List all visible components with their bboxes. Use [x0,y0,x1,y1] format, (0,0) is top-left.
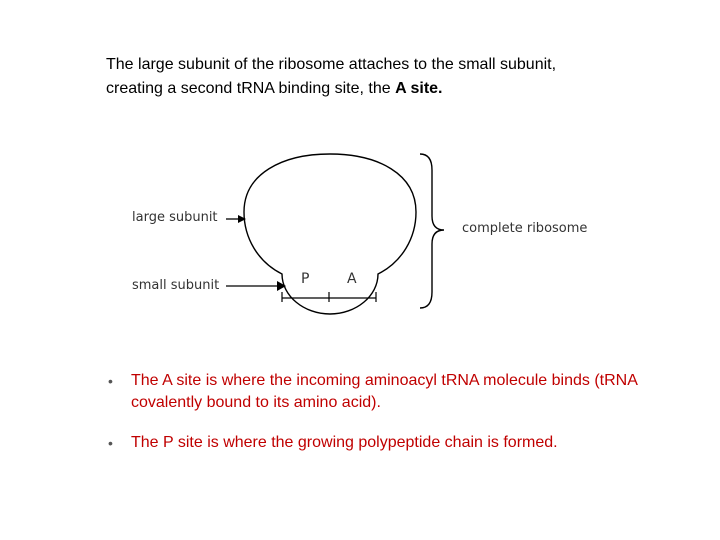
bullet-item-p-site: • The P site is where the growing polype… [108,432,688,454]
bullet-list: • The A site is where the incoming amino… [108,370,688,472]
ribosome-outline [244,154,416,314]
bullet-marker: • [108,370,113,392]
a-site-label: A [347,271,357,287]
bullet-text-a-site: The A site is where the incoming aminoac… [131,372,637,411]
site-bracket [282,292,376,302]
complete-ribosome-label: complete ribosome [462,221,587,236]
bullet-text-p-site: The P site is where the growing polypept… [131,434,558,451]
bullet-marker: • [108,432,113,454]
small-subunit-arrow [226,281,286,291]
small-subunit-label: small subunit [132,278,219,293]
large-subunit-arrow [226,215,246,223]
curly-brace-icon [420,154,444,308]
p-site-label: P [301,271,309,287]
bullet-item-a-site: • The A site is where the incoming amino… [108,370,688,414]
large-subunit-label: large subunit [132,210,218,225]
